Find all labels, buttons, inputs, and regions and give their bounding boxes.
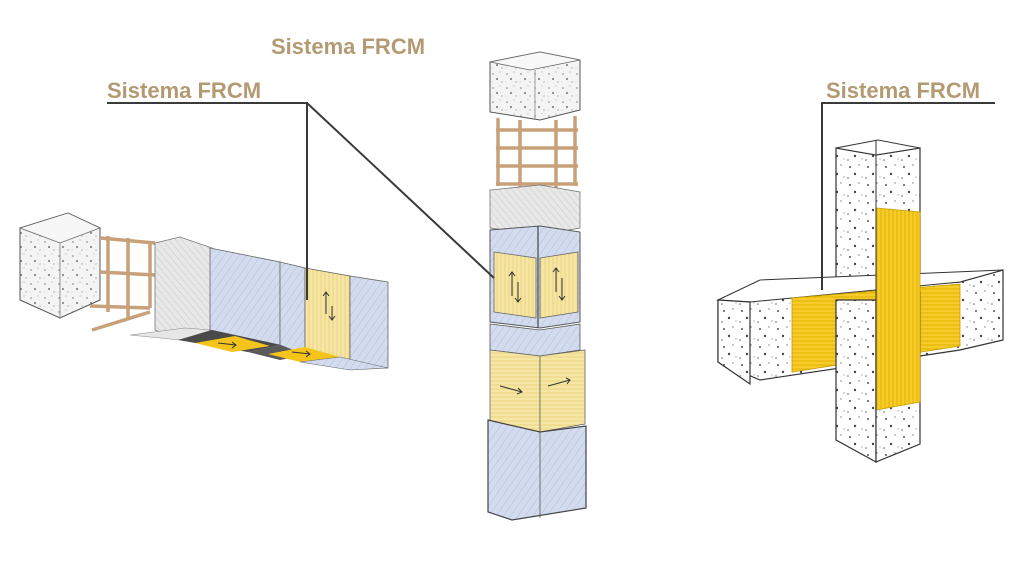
center-column-rebar: [496, 116, 578, 190]
leader-lines: [107, 102, 995, 300]
label-frcm-right: Sistema FRCM: [826, 78, 981, 103]
center-column: [487, 51, 587, 521]
label-frcm-left: Sistema FRCM: [107, 78, 262, 103]
right-cross-joint: [716, 139, 1004, 464]
right-leader-line: [821, 102, 995, 290]
left-beam-rebar: [89, 236, 156, 332]
label-frcm-center: Sistema FRCM: [271, 34, 426, 59]
left-beam: [18, 212, 389, 371]
left-to-center-leader-line: [306, 102, 495, 279]
